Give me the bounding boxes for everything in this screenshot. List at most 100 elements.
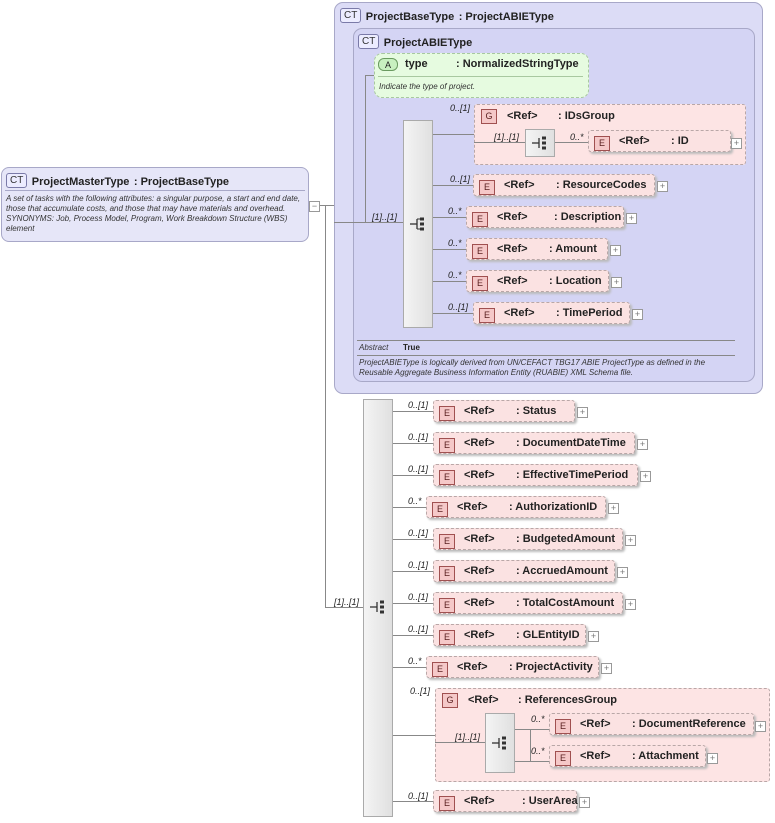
expand-icon[interactable]: +	[625, 599, 636, 610]
element-row[interactable]: E<Ref>: DocumentDateTime	[433, 432, 635, 454]
abstract-value: True	[403, 343, 420, 352]
abie-sequence-compositor	[403, 120, 433, 328]
attribute-badge: A	[378, 58, 398, 71]
element-cardinality: 0..*	[448, 206, 462, 216]
expand-icon[interactable]: +	[611, 277, 622, 288]
element-attachment[interactable]: E <Ref> : Attachment	[549, 745, 706, 767]
element-ref: <Ref>	[497, 211, 528, 223]
element-ref: <Ref>	[580, 718, 611, 730]
element-cardinality: 0..[1]	[448, 302, 469, 312]
expand-icon[interactable]: +	[577, 407, 588, 418]
element-name: : ID	[671, 135, 689, 147]
expand-icon[interactable]: +	[601, 663, 612, 674]
element-name: : BudgetedAmount	[516, 533, 615, 545]
element-row[interactable]: E<Ref>: AuthorizationID	[426, 496, 606, 518]
ids-group-sequence-compositor	[525, 129, 555, 157]
element-row[interactable]: E<Ref>: Status	[433, 400, 575, 422]
element-cardinality: 0..*	[448, 238, 462, 248]
element-cardinality: 0..*	[408, 656, 422, 666]
element-cardinality: 0..[1]	[408, 400, 429, 410]
attachment-cardinality: 0..*	[531, 746, 545, 756]
element-row[interactable]: E<Ref>: BudgetedAmount	[433, 528, 623, 550]
element-ref: <Ref>	[464, 405, 495, 417]
element-row[interactable]: E<Ref>: AccruedAmount	[433, 560, 615, 582]
element-cardinality: 0..[1]	[450, 174, 471, 184]
element-ref: <Ref>	[504, 179, 535, 191]
element-name: : AuthorizationID	[509, 501, 598, 513]
expand-icon[interactable]: +	[610, 245, 621, 256]
element-document-reference[interactable]: E <Ref> : DocumentReference	[549, 713, 754, 735]
project-base-type-name: ProjectBaseType	[365, 11, 455, 23]
element-user-area[interactable]: E <Ref> : UserArea	[433, 790, 578, 812]
element-badge: E	[479, 308, 495, 323]
expand-icon[interactable]: +	[632, 309, 643, 320]
expand-icon[interactable]: +	[579, 797, 590, 808]
element-badge: E	[432, 502, 448, 517]
element-ref: <Ref>	[464, 565, 495, 577]
references-group-ref: <Ref>	[468, 694, 499, 706]
element-ref: <Ref>	[464, 597, 495, 609]
element-row[interactable]: E<Ref>: TimePeriod	[473, 302, 630, 324]
element-ref: <Ref>	[619, 135, 650, 147]
expand-icon[interactable]: +	[617, 567, 628, 578]
element-id[interactable]: E <Ref> : ID	[588, 130, 731, 152]
element-cardinality: 0..[1]	[408, 432, 429, 442]
element-name: : EffectiveTimePeriod	[516, 469, 629, 481]
expand-icon[interactable]: +	[608, 503, 619, 514]
element-cardinality: 0..[1]	[408, 624, 429, 634]
element-badge: E	[439, 534, 455, 549]
sequence-icon	[492, 736, 506, 750]
element-name: : Description	[554, 211, 622, 223]
element-cardinality: 0..*	[408, 496, 422, 506]
expand-icon[interactable]: +	[755, 721, 766, 732]
sequence-icon	[410, 217, 424, 231]
element-row[interactable]: E<Ref>: Amount	[466, 238, 608, 260]
element-row[interactable]: E<Ref>: GLEntityID	[433, 624, 586, 646]
group-badge: G	[442, 693, 458, 708]
expand-icon[interactable]: +	[637, 439, 648, 450]
element-cardinality: 0..[1]	[408, 464, 429, 474]
element-ref: <Ref>	[464, 437, 495, 449]
complex-type-badge: CT	[6, 173, 28, 189]
collapse-icon[interactable]: −	[309, 201, 320, 212]
expand-icon[interactable]: +	[588, 631, 599, 642]
element-ref: <Ref>	[464, 795, 495, 807]
expand-icon[interactable]: +	[640, 471, 651, 482]
abie-doc: ProjectABIEType is logically derived fro…	[359, 358, 706, 377]
expand-icon[interactable]: +	[626, 213, 637, 224]
element-name: : Attachment	[632, 750, 699, 762]
element-row[interactable]: E<Ref>: ResourceCodes	[473, 174, 655, 196]
ids-group-cardinality: 0..[1]	[450, 103, 471, 113]
element-badge: E	[594, 136, 610, 151]
complex-type-badge: CT	[340, 8, 362, 24]
element-badge: E	[472, 212, 488, 227]
element-badge: E	[439, 470, 455, 485]
expand-icon[interactable]: +	[707, 753, 718, 764]
sequence-icon	[532, 136, 546, 150]
element-ref: <Ref>	[497, 275, 528, 287]
element-row[interactable]: E<Ref>: ProjectActivity	[426, 656, 599, 678]
element-row[interactable]: E <Ref> : Description	[466, 206, 624, 228]
document-reference-cardinality: 0..*	[531, 714, 545, 724]
ids-group-ref: <Ref>	[507, 110, 538, 122]
element-name: : UserArea	[522, 795, 578, 807]
attribute-type: : NormalizedStringType	[456, 58, 579, 70]
ids-group-name: : IDsGroup	[558, 110, 615, 122]
project-master-type-doc: A set of tasks with the following attrib…	[6, 194, 301, 233]
element-badge: E	[439, 566, 455, 581]
element-name: : ProjectActivity	[509, 661, 593, 673]
element-row[interactable]: E<Ref>: Location	[466, 270, 609, 292]
element-row[interactable]: E<Ref>: EffectiveTimePeriod	[433, 464, 638, 486]
expand-icon[interactable]: +	[731, 138, 742, 149]
user-area-cardinality: 0..[1]	[408, 791, 429, 801]
project-master-type-box[interactable]	[1, 167, 309, 242]
abstract-label: Abstract	[359, 343, 389, 352]
attribute-type-box[interactable]	[374, 53, 589, 98]
element-name: : Amount	[549, 243, 597, 255]
expand-icon[interactable]: +	[625, 535, 636, 546]
element-name: : Status	[516, 405, 557, 417]
expand-icon[interactable]: +	[657, 181, 668, 192]
element-badge: E	[472, 276, 488, 291]
element-row[interactable]: E<Ref>: TotalCostAmount	[433, 592, 623, 614]
element-name: : DocumentDateTime	[516, 437, 626, 449]
